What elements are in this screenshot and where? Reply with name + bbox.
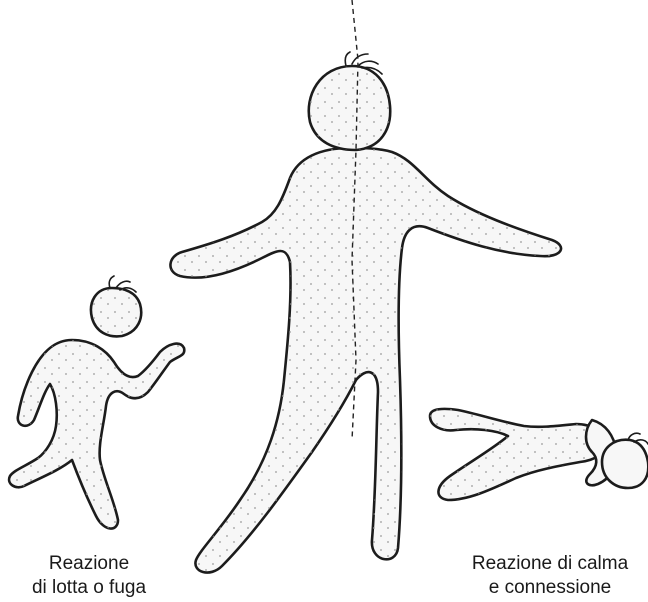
caption-left-line-2: di lotta o fuga [14,576,164,600]
caption-calm-and-connection: Reazione di calma e connessione [452,552,648,600]
lying-figure-head [602,440,648,488]
running-figure [9,276,184,529]
standing-figure [170,52,561,573]
caption-fight-or-flight: Reazione di lotta o fuga [14,552,164,600]
caption-right-line-1: Reazione di calma [452,552,648,576]
lying-figure [430,409,648,500]
caption-left-line-1: Reazione [14,552,164,576]
caption-right-line-2: e connessione [452,576,648,600]
